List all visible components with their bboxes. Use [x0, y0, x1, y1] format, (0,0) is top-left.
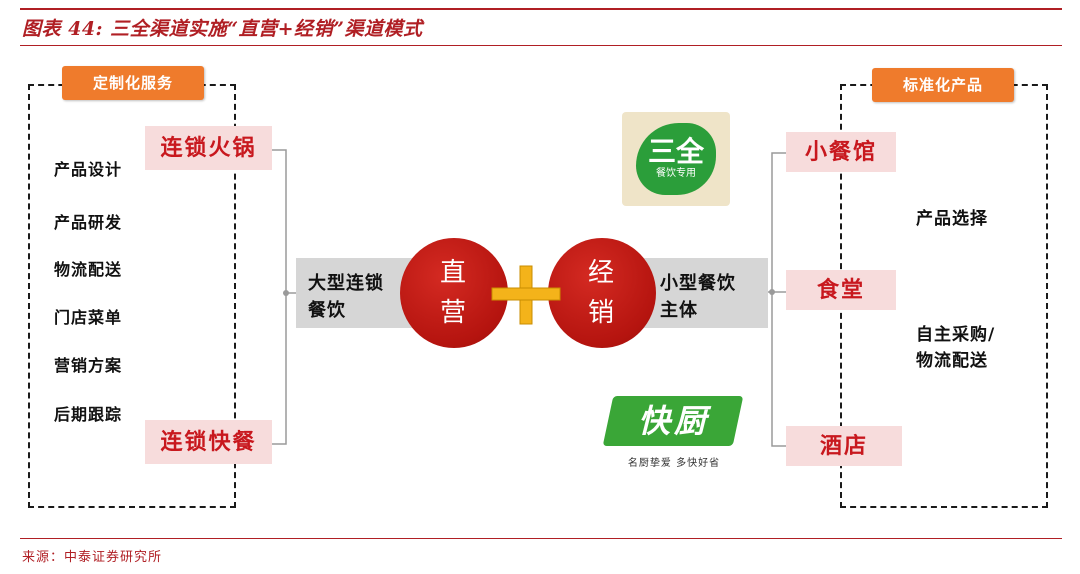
channel-small-restaurant: 小餐馆: [786, 132, 896, 172]
left-list-item: 后期跟踪: [54, 405, 123, 424]
right-bracket-line: [771, 152, 786, 447]
channel-canteen: 食堂: [786, 270, 896, 310]
distribution-char2: 销: [587, 298, 616, 328]
left-list-item: 产品研发: [54, 213, 123, 232]
sanquan-leaf-shape: 三全 餐饮专用: [636, 123, 716, 195]
right-bracket-dot: [769, 289, 775, 295]
direct-sales-char2: 营: [439, 298, 468, 328]
kuaichu-logo-text: 快厨: [637, 402, 710, 440]
direct-sales-circle: 直 营: [400, 238, 508, 348]
large-chain-line1: 大型连锁: [308, 273, 384, 294]
large-chain-bar: 大型连锁 餐饮: [296, 258, 416, 328]
sanquan-catering-logo: 三全 餐饮专用: [622, 112, 730, 206]
source-note: 来源：中泰证券研究所: [22, 550, 163, 565]
logistics-text: 物流配送: [916, 351, 988, 371]
sanquan-logo-subtext: 餐饮专用: [656, 168, 696, 179]
sanquan-logo-text: 三全: [647, 135, 704, 168]
kuaichu-logo: 快厨 名厨挚爱 多快好省: [602, 392, 744, 484]
left-list-item: 物流配送: [54, 260, 123, 279]
direct-sales-char1: 直: [439, 258, 468, 288]
channel-hotpot-chain: 连锁火锅: [145, 126, 272, 170]
small-dining-line1: 小型餐饮: [660, 273, 736, 294]
self-purchase-text: 自主采购/: [916, 325, 996, 345]
figure-title: 图表 44: 三全渠道实施“直营+经销”渠道模式: [22, 18, 423, 40]
plus-icon: [491, 265, 561, 325]
small-dining-line2: 主体: [660, 300, 698, 321]
small-dining-bar: 小型餐饮 主体: [644, 258, 768, 328]
large-chain-line2: 餐饮: [308, 300, 346, 321]
footer-rule: [20, 538, 1062, 539]
standard-product-tag: 标准化产品: [872, 68, 1014, 102]
product-selection-text: 产品选择: [916, 209, 988, 229]
left-list-item: 门店菜单: [54, 308, 123, 327]
left-bracket-line: [272, 149, 287, 445]
distribution-circle: 经 销: [548, 238, 656, 348]
top-rule: [20, 8, 1062, 10]
kuaichu-slogan: 名厨挚爱 多快好省: [627, 458, 721, 469]
left-bracket-dot: [283, 290, 289, 296]
title-rule: [20, 45, 1062, 46]
distribution-char1: 经: [587, 258, 616, 288]
channel-hotel: 酒店: [786, 426, 902, 466]
left-list-item: 产品设计: [54, 160, 123, 179]
channel-fastfood-chain: 连锁快餐: [145, 420, 272, 464]
custom-service-tag: 定制化服务: [62, 66, 204, 100]
left-list-item: 营销方案: [54, 356, 123, 375]
